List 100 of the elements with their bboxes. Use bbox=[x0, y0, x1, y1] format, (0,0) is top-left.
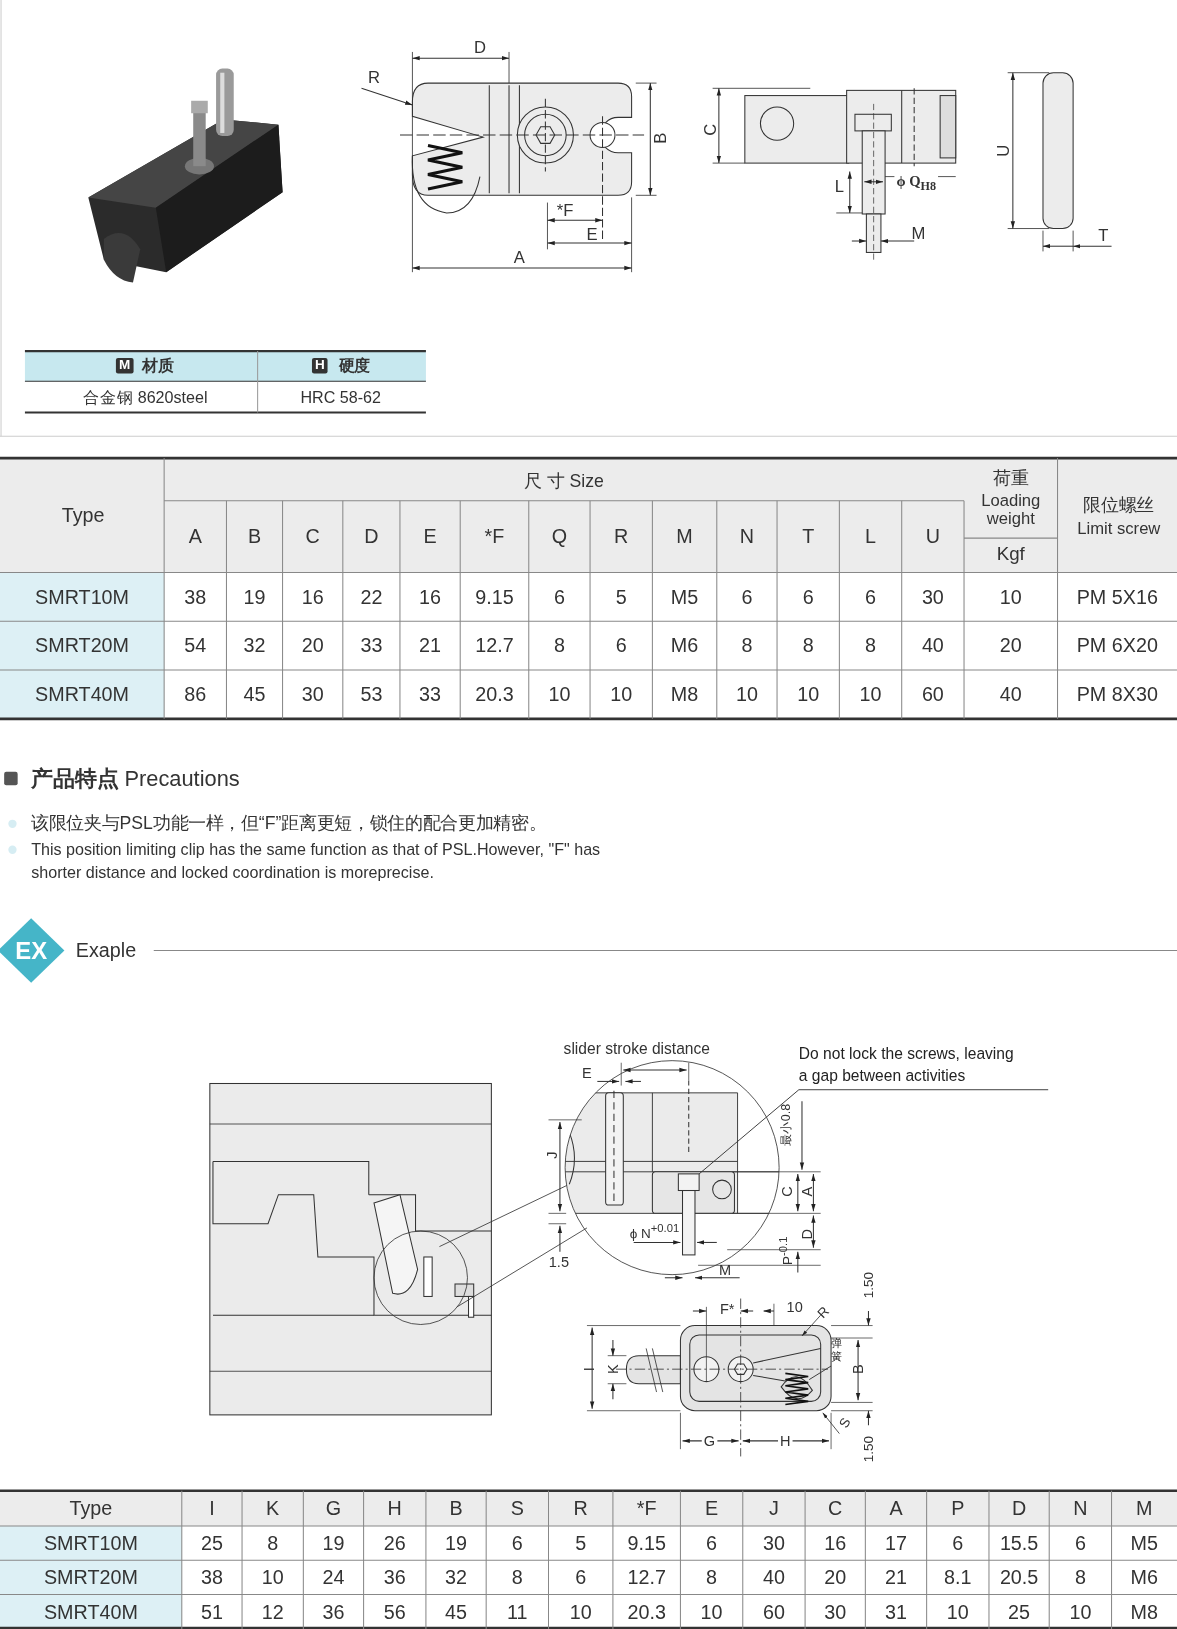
table-cell: 30 bbox=[762, 1531, 785, 1555]
dimension-label: A bbox=[798, 1186, 816, 1197]
table-cell: 6 bbox=[553, 585, 565, 609]
column-header: Loading weight bbox=[980, 490, 1042, 530]
column-header: 限位螺丝 bbox=[1083, 495, 1155, 517]
table-cell: 10 bbox=[261, 1566, 284, 1589]
table-cell: 6 bbox=[615, 634, 627, 657]
column-header: R bbox=[614, 525, 629, 549]
column-header: S bbox=[510, 1497, 524, 1520]
dimension-label: L bbox=[834, 177, 844, 197]
table-cell: M8 bbox=[670, 683, 699, 706]
dimension-label: K bbox=[604, 1364, 622, 1375]
dimension-label: J bbox=[543, 1151, 560, 1159]
table-cell: 10 bbox=[999, 585, 1022, 609]
table-cell: 53 bbox=[360, 683, 383, 706]
column-header: Q bbox=[551, 525, 568, 549]
table-cell: PM 6X20 bbox=[1076, 634, 1158, 657]
table-cell: M5 bbox=[670, 585, 699, 609]
table-cell: 8 bbox=[865, 634, 877, 657]
table-cell: 10 bbox=[859, 683, 882, 706]
table-cell: 32 bbox=[445, 1566, 468, 1589]
column-header: E bbox=[705, 1497, 719, 1520]
column-header: G bbox=[325, 1497, 342, 1520]
table-cell: 10 bbox=[946, 1600, 969, 1624]
table-cell: 30 bbox=[824, 1600, 847, 1624]
table-cell: 12 bbox=[261, 1600, 284, 1624]
table-cell: 20 bbox=[999, 634, 1022, 657]
column-header: D bbox=[1011, 1497, 1027, 1520]
table-cell: 10 bbox=[1069, 1600, 1092, 1624]
table-cell: 15.5 bbox=[999, 1531, 1039, 1555]
dimension-label: D bbox=[473, 38, 486, 58]
table-cell: 40 bbox=[999, 683, 1022, 706]
table-cell: 10 bbox=[610, 683, 633, 706]
column-header: B bbox=[449, 1497, 463, 1520]
table-cell: 6 bbox=[511, 1531, 523, 1555]
column-header: E bbox=[423, 525, 437, 549]
dimension-label: 最小0.8 bbox=[779, 1103, 794, 1147]
section-heading: 产品特点 Precautions bbox=[31, 766, 240, 792]
column-header: 尺 寸 Size bbox=[524, 471, 604, 493]
table-cell: 60 bbox=[921, 683, 944, 706]
column-header: N bbox=[739, 525, 755, 549]
table-cell: 20.3 bbox=[627, 1600, 666, 1624]
table-cell: 38 bbox=[184, 585, 207, 609]
table-cell: 21 bbox=[419, 634, 442, 657]
dimension-label: 10 bbox=[786, 1298, 803, 1316]
table-cell: HRC 58-62 bbox=[300, 388, 381, 408]
dimension-label: R bbox=[814, 1304, 833, 1322]
table-cell: 19 bbox=[322, 1531, 345, 1555]
screw-head bbox=[677, 1173, 700, 1191]
leader-line bbox=[808, 1365, 832, 1381]
callout-text: Do not lock the screws, leaving a gap between activities bbox=[798, 1041, 1049, 1088]
column-header: K bbox=[266, 1497, 280, 1520]
column-header: U bbox=[925, 525, 940, 549]
table-cell: 40 bbox=[921, 634, 944, 657]
table-cell: 26 bbox=[383, 1531, 406, 1555]
dimension-label: B bbox=[849, 1364, 867, 1375]
table-cell: 31 bbox=[885, 1600, 907, 1624]
table-cell: 8 bbox=[553, 634, 565, 657]
column-header: Type bbox=[69, 1497, 113, 1520]
table-cell: 51 bbox=[200, 1600, 223, 1624]
column-header: J bbox=[769, 1497, 779, 1520]
table-cell: 9.15 bbox=[475, 585, 514, 609]
table-cell: 33 bbox=[419, 683, 442, 706]
column-header: P bbox=[951, 1497, 965, 1520]
dimension-label: A bbox=[513, 248, 525, 268]
table-cell: 21 bbox=[885, 1566, 907, 1589]
ex-icon-text: EX bbox=[15, 936, 48, 965]
table-cell: 19 bbox=[445, 1531, 468, 1555]
column-header: A bbox=[889, 1497, 903, 1520]
column-header: C bbox=[828, 1497, 843, 1520]
leader-line bbox=[698, 1089, 1049, 1175]
table-cell: 36 bbox=[322, 1600, 345, 1624]
table-cell: M5 bbox=[1130, 1531, 1158, 1555]
table-cell: 8 bbox=[741, 634, 753, 657]
table-cell: 86 bbox=[184, 683, 207, 706]
table-cell: 45 bbox=[243, 683, 266, 706]
table-cell: 9.15 bbox=[627, 1531, 666, 1555]
table-cell: 合金钢 8620steel bbox=[83, 388, 208, 408]
column-header: 硬度 bbox=[338, 356, 370, 375]
table-cell: 6 bbox=[952, 1531, 964, 1555]
column-header: B bbox=[247, 525, 262, 549]
bullet-text: 该限位夹与PSL功能一样，但“F”距离更短，锁住的配合更加精密。 bbox=[31, 813, 547, 834]
dimension-label: R bbox=[367, 68, 380, 88]
column-header: D bbox=[364, 525, 379, 549]
column-header: A bbox=[188, 525, 202, 549]
table-cell: 20.3 bbox=[475, 683, 514, 706]
table-cell: 22 bbox=[360, 585, 383, 609]
section-heading: Exaple bbox=[75, 939, 137, 962]
table-cell: 6 bbox=[802, 585, 814, 609]
dimension-label: *F bbox=[556, 201, 574, 221]
table-cell: 10 bbox=[797, 683, 820, 706]
dimension-label: 1.5 bbox=[548, 1253, 569, 1271]
table-cell: 25 bbox=[1008, 1600, 1031, 1624]
column-header: M bbox=[676, 525, 693, 549]
table-cell: 38 bbox=[200, 1566, 223, 1589]
dimension-label: U bbox=[993, 144, 1013, 157]
dimension-label: 1.50 bbox=[861, 1271, 878, 1299]
column-header: Limit screw bbox=[1077, 519, 1161, 539]
column-header: M bbox=[1136, 1497, 1153, 1520]
dimension-label: B bbox=[651, 132, 670, 144]
